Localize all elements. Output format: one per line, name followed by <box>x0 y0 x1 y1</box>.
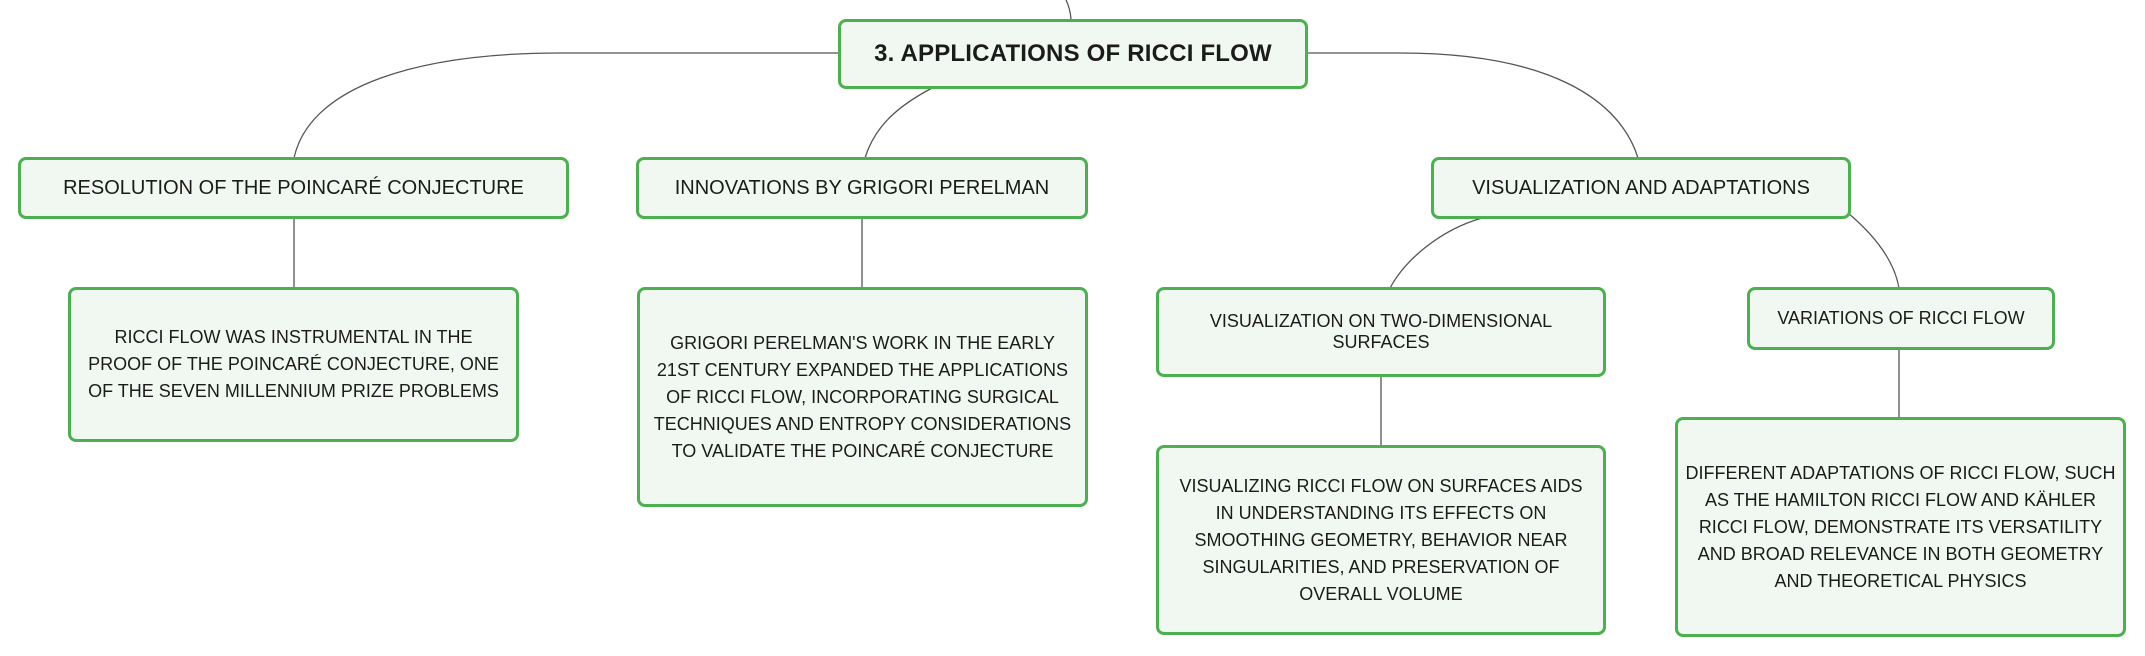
subbranch-label: VARIATIONS OF RICCI FLOW <box>1777 308 2025 328</box>
subbranch-label: VISUALIZATION ON TWO-DIMENSIONAL SURFACE… <box>1209 311 1553 352</box>
connector-from-parent <box>1065 0 1072 20</box>
detail-text: GRIGORI PERELMAN'S WORK IN THE EARLY 21S… <box>653 332 1072 461</box>
branch-label: VISUALIZATION AND ADAPTATIONS <box>1472 176 1810 199</box>
detail-variations[interactable]: DIFFERENT ADAPTATIONS OF RICCI FLOW, SUC… <box>1675 417 2126 637</box>
detail-poincare[interactable]: RICCI FLOW WAS INSTRUMENTAL IN THE PROOF… <box>68 287 519 442</box>
detail-text: VISUALIZING RICCI FLOW ON SURFACES AIDS … <box>1179 475 1583 604</box>
subbranch-2d-surfaces[interactable]: VISUALIZATION ON TWO-DIMENSIONAL SURFACE… <box>1156 287 1606 377</box>
root-node[interactable]: 3. APPLICATIONS OF RICCI FLOW <box>838 19 1308 89</box>
detail-text: DIFFERENT ADAPTATIONS OF RICCI FLOW, SUC… <box>1685 462 2116 591</box>
branch-poincare-resolution[interactable]: RESOLUTION OF THE POINCARÉ CONJECTURE <box>18 157 569 219</box>
detail-2d-surfaces[interactable]: VISUALIZING RICCI FLOW ON SURFACES AIDS … <box>1156 445 1606 635</box>
branch-perelman-innovations[interactable]: INNOVATIONS BY GRIGORI PERELMAN <box>636 157 1088 219</box>
root-title: 3. APPLICATIONS OF RICCI FLOW <box>874 40 1272 67</box>
connector-root-to-visualization <box>1306 52 1639 159</box>
detail-text: RICCI FLOW WAS INSTRUMENTAL IN THE PROOF… <box>88 327 499 401</box>
branch-visualization-adaptations[interactable]: VISUALIZATION AND ADAPTATIONS <box>1431 157 1851 219</box>
connector-visualization-to-2d <box>1389 217 1483 289</box>
branch-label: INNOVATIONS BY GRIGORI PERELMAN <box>674 176 1050 199</box>
connector-root-to-perelman <box>864 87 933 159</box>
connector-root-to-poincare <box>293 52 838 159</box>
detail-perelman[interactable]: GRIGORI PERELMAN'S WORK IN THE EARLY 21S… <box>637 287 1088 507</box>
subbranch-variations[interactable]: VARIATIONS OF RICCI FLOW <box>1747 287 2055 350</box>
branch-label: RESOLUTION OF THE POINCARÉ CONJECTURE <box>63 176 524 199</box>
connector-visualization-to-variations <box>1847 212 1900 289</box>
